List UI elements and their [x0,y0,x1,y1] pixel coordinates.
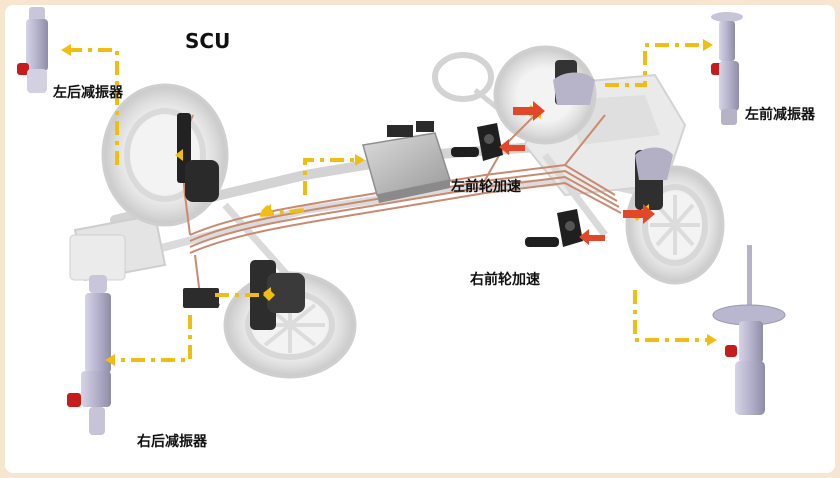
module-box [183,288,219,308]
diagram-frame: SCU 左后减振器 左前减振器 左前轮加速 右前轮加速 右后减振器 [5,5,835,473]
rear-left-strut [177,113,219,202]
signal-lines [65,43,710,362]
wheel-rear-left [101,83,229,227]
scu-unit [362,121,451,203]
rear-left-damper-unit [17,7,48,93]
rear-right-damper-label: 右后减振器 [137,434,207,450]
chassis-diagram [17,7,786,435]
actuator-arrows [499,101,655,245]
scu-label: SCU [185,29,231,53]
rear-right-damper-unit [67,275,111,435]
front-left-strut [553,60,595,105]
front-left-damper-label: 左前减振器 [745,107,815,123]
front-right-damper-unit [712,245,786,415]
front-left-accel-label: 左前轮加速 [451,179,521,195]
rear-left-damper-label: 左后减振器 [53,85,123,101]
front-right-strut [635,147,673,210]
front-right-accel-sensor [525,209,583,247]
front-left-damper-unit [711,12,743,125]
front-right-accel-label: 右前轮加速 [470,272,540,288]
front-left-accel-sensor [451,123,503,161]
